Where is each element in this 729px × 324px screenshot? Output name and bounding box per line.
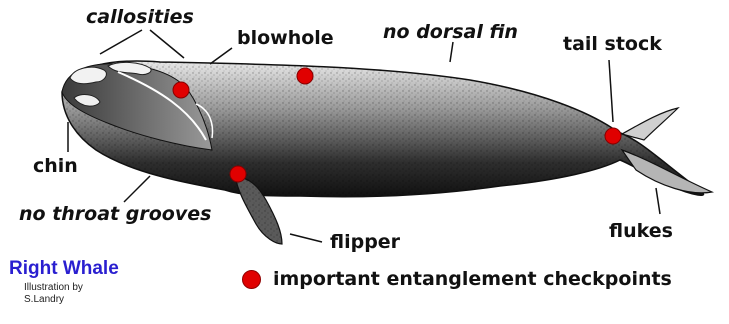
credit-line-1: Illustration by	[24, 282, 83, 294]
label-chin: chin	[33, 155, 78, 177]
diagram-title: Right Whale	[9, 258, 119, 280]
label-flukes: flukes	[609, 220, 673, 242]
leader-flukes	[656, 188, 660, 214]
checkpoint-marker	[297, 68, 313, 84]
leader-blowhole	[210, 48, 232, 64]
legend-checkpoint-dot-icon	[242, 270, 261, 289]
callosity-patch	[70, 67, 106, 84]
leader-throat	[124, 176, 150, 202]
illustration-credit: Illustration by S.Landry	[24, 282, 83, 306]
leader-tailstock	[609, 60, 613, 122]
leader-callosities-2	[150, 30, 184, 58]
legend: important entanglement checkpoints	[242, 268, 672, 290]
label-tail-stock: tail stock	[563, 33, 662, 55]
leader-callosities	[100, 30, 142, 54]
whale-fluke-lower	[622, 150, 712, 193]
whale-fluke-upper	[622, 108, 678, 140]
label-callosities: callosities	[86, 6, 194, 28]
checkpoint-marker	[230, 166, 246, 182]
label-blowhole: blowhole	[237, 27, 334, 49]
leader-dorsal	[450, 42, 453, 62]
label-no-dorsal-fin: no dorsal fin	[383, 21, 518, 43]
leader-flipper	[290, 234, 322, 242]
checkpoint-marker	[173, 82, 189, 98]
legend-text: important entanglement checkpoints	[273, 268, 672, 290]
checkpoint-marker	[605, 128, 621, 144]
credit-line-2: S.Landry	[24, 294, 83, 306]
label-no-throat-grooves: no throat grooves	[19, 203, 211, 225]
label-flipper: flipper	[330, 231, 400, 253]
